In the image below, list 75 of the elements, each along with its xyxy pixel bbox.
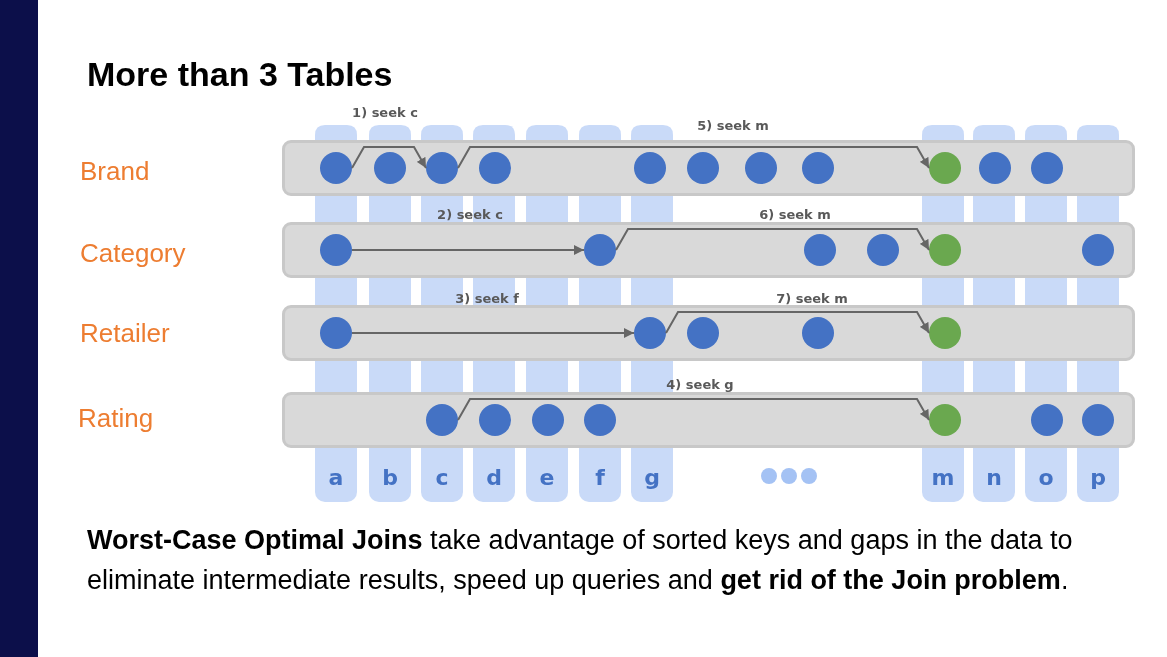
table-name: Category xyxy=(80,238,186,269)
slide-title: More than 3 Tables xyxy=(87,55,393,94)
key-dot xyxy=(320,317,352,349)
key-dot xyxy=(584,404,616,436)
key-dot xyxy=(426,404,458,436)
table-row-bar xyxy=(282,392,1135,448)
table-name: Retailer xyxy=(80,318,170,349)
edge-label: 1) seek c xyxy=(352,104,418,120)
key-dot xyxy=(1031,404,1063,436)
key-dot xyxy=(320,234,352,266)
seek-arrow xyxy=(351,328,635,338)
key-letter: g xyxy=(643,465,661,490)
seek-arrow xyxy=(457,146,930,169)
edge-label: 6) seek m xyxy=(759,206,831,222)
key-letter: m xyxy=(930,465,956,490)
key-column-tab xyxy=(315,448,357,502)
key-column-tab xyxy=(631,448,673,502)
key-column-tab xyxy=(473,448,515,502)
key-dot xyxy=(687,317,719,349)
key-letter: p xyxy=(1089,465,1107,490)
key-dot xyxy=(802,152,834,184)
seek-arrow xyxy=(457,398,930,421)
key-column-tab xyxy=(973,448,1015,502)
key-dot xyxy=(1031,152,1063,184)
key-dot xyxy=(687,152,719,184)
description-paragraph: Worst-Case Optimal Joins take advantage of sorted keys and gaps in the data to eliminate intermediate results, speed up queries and get rid of the Join problem. xyxy=(87,524,1074,597)
key-dot xyxy=(426,152,458,184)
key-dot xyxy=(532,404,564,436)
seek-arrow xyxy=(665,311,930,334)
key-dot xyxy=(802,317,834,349)
table-name: Rating xyxy=(78,403,154,434)
key-dot xyxy=(1082,234,1114,266)
key-dot xyxy=(929,234,961,266)
key-dot xyxy=(320,152,352,184)
key-letter: e xyxy=(538,465,556,490)
key-dot xyxy=(634,152,666,184)
key-column-tab xyxy=(579,448,621,502)
key-column-tab xyxy=(922,448,964,502)
key-dot xyxy=(374,152,406,184)
key-letter: a xyxy=(327,465,345,490)
seek-arrow xyxy=(615,228,930,251)
edge-label: 4) seek g xyxy=(666,376,734,392)
table-row-bar xyxy=(282,140,1135,196)
key-column-tab xyxy=(421,448,463,502)
seek-arrow xyxy=(351,245,585,255)
key-dot xyxy=(1082,404,1114,436)
key-dot xyxy=(929,317,961,349)
key-letter: c xyxy=(434,465,450,490)
key-letter: o xyxy=(1037,465,1055,490)
table-name: Brand xyxy=(80,156,150,187)
key-letter: f xyxy=(594,465,606,490)
edge-label: 7) seek m xyxy=(776,290,848,306)
key-column-tab xyxy=(526,448,568,502)
key-dot xyxy=(867,234,899,266)
key-column-tab xyxy=(369,448,411,502)
edge-label: 3) seek f xyxy=(455,290,519,306)
key-dot xyxy=(979,152,1011,184)
key-dot xyxy=(584,234,616,266)
table-row-bar xyxy=(282,305,1135,361)
key-letter: b xyxy=(381,465,399,490)
edge-label: 2) seek c xyxy=(437,206,503,222)
key-dot xyxy=(634,317,666,349)
key-dot xyxy=(804,234,836,266)
edge-label: 5) seek m xyxy=(697,117,769,133)
key-letter: d xyxy=(485,465,503,490)
key-dot xyxy=(479,152,511,184)
key-dot xyxy=(929,152,961,184)
seek-arrow xyxy=(351,146,427,169)
key-column-tab xyxy=(1077,448,1119,502)
key-dot xyxy=(745,152,777,184)
key-dot xyxy=(929,404,961,436)
key-letter: n xyxy=(985,465,1003,490)
table-row-bar xyxy=(282,222,1135,278)
key-column-tab xyxy=(1025,448,1067,502)
key-dot xyxy=(479,404,511,436)
